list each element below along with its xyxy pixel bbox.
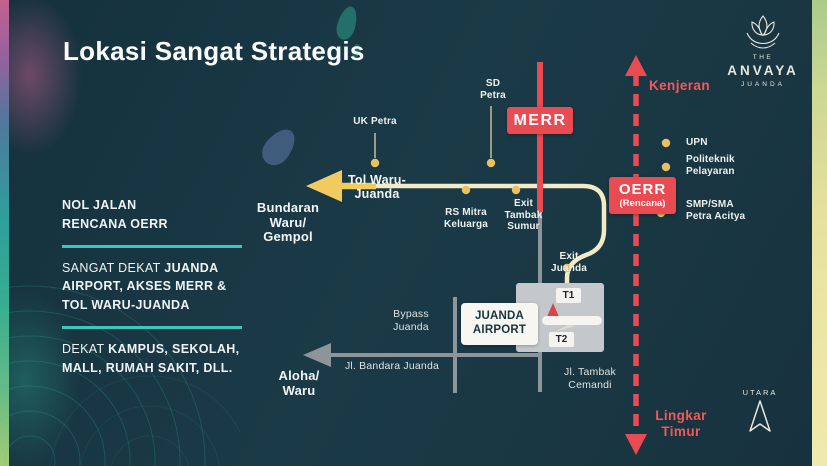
- uk-petra-label: UK Petra: [353, 116, 397, 127]
- terminal-t2-chip: T2: [549, 332, 574, 347]
- toll-road-arrow: [306, 170, 342, 202]
- logo-sub: JUANDA: [740, 81, 785, 88]
- teal-divider: [62, 244, 242, 248]
- jl-tambak-label: Jl. Tambak Cemandi: [564, 366, 616, 391]
- rs-mitra-label: RS Mitra Keluarga: [444, 207, 488, 230]
- brand-logo: THE ANVAYA JUANDA: [719, 13, 807, 88]
- bypass-label: Bypass Juanda: [393, 308, 429, 333]
- jl-bandara-label: Jl. Bandara Juanda: [344, 360, 440, 372]
- benefit-item: NOL JALAN RENCANA OERR: [62, 196, 282, 234]
- benefit-bold: JUANDA AIRPORT, AKSES MERR & TOL WARU-JU…: [62, 260, 227, 313]
- terminal-t1-chip: T1: [556, 288, 581, 303]
- oerr-badge: OERR (Rencana): [609, 177, 676, 214]
- benefit-bold: NOL JALAN RENCANA OERR: [62, 198, 168, 231]
- teal-divider: [62, 325, 242, 329]
- exit-tambak-label: Exit Tambak Sumur: [504, 198, 543, 233]
- benefits-panel: NOL JALAN RENCANA OERR SANGAT DEKAT JUAN…: [62, 196, 282, 377]
- teal-glow-decor: [0, 250, 105, 466]
- left-edge-gradient: [0, 0, 9, 466]
- upn-dot: [661, 138, 671, 148]
- lotus-icon: [746, 15, 780, 49]
- bundaran-label: Bundaran Waru/ Gempol: [256, 200, 320, 245]
- pink-glow-decor: [0, 0, 105, 190]
- aloha-label: Aloha/ Waru: [278, 368, 320, 398]
- oerr-arrow-north: [625, 55, 647, 76]
- benefit-bold: KAMPUS, SEKOLAH, MALL, RUMAH SAKIT, DLL.: [62, 341, 240, 375]
- oerr-arrow-south: [625, 434, 647, 455]
- airport-label-box: JUANDA AIRPORT: [461, 303, 538, 345]
- airport-label: JUANDA AIRPORT: [472, 310, 527, 336]
- logo-brand: ANVAYA: [727, 63, 799, 78]
- lingkar-timur-label: Lingkar Timur: [655, 408, 707, 440]
- merr-badge-label: MERR: [513, 111, 567, 129]
- north-arrow-icon: [749, 400, 771, 432]
- page-title: Lokasi Sangat Strategis: [63, 36, 365, 66]
- sd-petra-dot: [486, 158, 496, 168]
- benefit-plain: DEKAT: [62, 341, 109, 356]
- uk-petra-dot: [370, 158, 380, 168]
- leaf-decor: [256, 123, 302, 171]
- airplane-icon: [542, 303, 602, 332]
- t1-label: T1: [562, 290, 575, 301]
- politeknik-label: Politeknik Pelayaran: [686, 154, 735, 177]
- bandara-road-arrow: [303, 343, 331, 367]
- benefit-plain: SANGAT DEKAT: [62, 260, 165, 275]
- merr-badge: MERR: [507, 107, 573, 134]
- exit-juanda-label: Exit Juanda: [551, 251, 587, 274]
- kenjeran-label: Kenjeran: [649, 78, 710, 93]
- t2-label: T2: [555, 334, 568, 345]
- right-edge-gradient: [812, 0, 827, 466]
- benefit-item: DEKAT KAMPUS, SEKOLAH, MALL, RUMAH SAKIT…: [62, 340, 282, 378]
- benefit-item: SANGAT DEKAT JUANDA AIRPORT, AKSES MERR …: [62, 259, 282, 315]
- oerr-badge-title: OERR: [618, 181, 667, 199]
- oerr-badge-sub: (Rencana): [619, 197, 666, 209]
- tol-label: Tol Waru- Juanda: [347, 173, 407, 201]
- compass-label: UTARA: [742, 388, 778, 397]
- toll-road-path: [340, 183, 607, 290]
- sd-petra-label: SD Petra: [480, 78, 506, 101]
- politeknik-dot: [661, 162, 671, 172]
- exit-tambak-dot: [511, 185, 521, 195]
- rs-mitra-dot: [461, 185, 471, 195]
- concentric-circles-decor: [0, 285, 240, 466]
- logo-the: THE: [752, 54, 774, 61]
- smp-label: SMP/SMA Petra Acitya: [686, 199, 746, 222]
- upn-label: UPN: [686, 137, 708, 148]
